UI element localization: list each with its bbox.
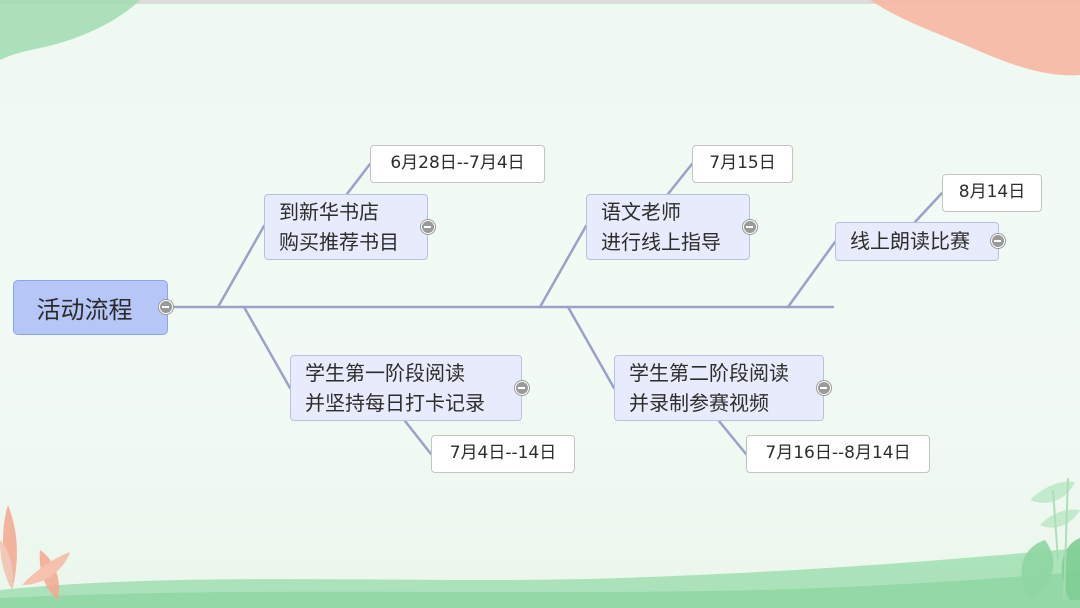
topic-node-b5[interactable]: 学生第二阶段阅读 并录制参赛视频 <box>614 355 824 421</box>
topic-b2-line-2: 进行线上指导 <box>601 230 721 254</box>
date-label-b4[interactable]: 7月4日--14日 <box>431 435 575 473</box>
bottom-left-plant-icon <box>0 505 70 600</box>
bottom-right-plant-icon <box>1021 477 1080 601</box>
root-node[interactable]: 活动流程 <box>13 280 168 335</box>
top-left-leaf-shape <box>0 0 140 60</box>
topic-node-b1[interactable]: 到新华书店 购买推荐书目 <box>264 194 428 260</box>
root-collapse-icon[interactable] <box>159 300 173 314</box>
topic-b5-collapse-icon[interactable] <box>817 381 831 395</box>
topic-b5-line-1: 学生第二阶段阅读 <box>629 361 789 385</box>
topic-b5-line-2: 并录制参赛视频 <box>629 391 769 415</box>
topic-b4-collapse-icon[interactable] <box>515 381 529 395</box>
connector-b2-date <box>666 162 694 196</box>
date-label-b1[interactable]: 6月28日--7月4日 <box>370 145 545 183</box>
topic-b1-line-2: 购买推荐书目 <box>279 230 399 254</box>
connector-b1-date <box>345 162 372 196</box>
connector-b4 <box>242 305 292 390</box>
connector-b3 <box>786 240 837 309</box>
connector-b4-date <box>403 419 433 456</box>
root-node-label: 活动流程 <box>36 296 133 324</box>
connector-b2 <box>538 224 588 309</box>
date-label-b3[interactable]: 8月14日 <box>942 174 1042 212</box>
topic-b2-line-1: 语文老师 <box>601 200 681 224</box>
topic-b1-collapse-icon[interactable] <box>421 220 435 234</box>
connector-b5-date <box>717 419 748 456</box>
topic-b4-line-2: 并坚持每日打卡记录 <box>305 391 485 415</box>
topic-node-b4[interactable]: 学生第一阶段阅读 并坚持每日打卡记录 <box>290 355 522 421</box>
date-label-b5[interactable]: 7月16日--8月14日 <box>746 435 930 473</box>
topic-b1-line-1: 到新华书店 <box>279 200 379 224</box>
topic-b3-collapse-icon[interactable] <box>991 234 1005 248</box>
topic-node-b3[interactable]: 线上朗读比赛 <box>835 222 999 261</box>
date-label-b2[interactable]: 7月15日 <box>692 145 793 183</box>
topic-b3-line-1: 线上朗读比赛 <box>850 229 970 253</box>
topic-b2-collapse-icon[interactable] <box>743 220 757 234</box>
topic-node-b2[interactable]: 语文老师 进行线上指导 <box>586 194 750 260</box>
top-divider <box>0 0 1080 4</box>
top-right-blob-shape <box>870 0 1080 76</box>
topic-b4-line-1: 学生第一阶段阅读 <box>305 361 465 385</box>
connector-b1 <box>216 224 266 309</box>
connector-b3-date <box>913 191 944 224</box>
connector-b5 <box>566 305 616 390</box>
